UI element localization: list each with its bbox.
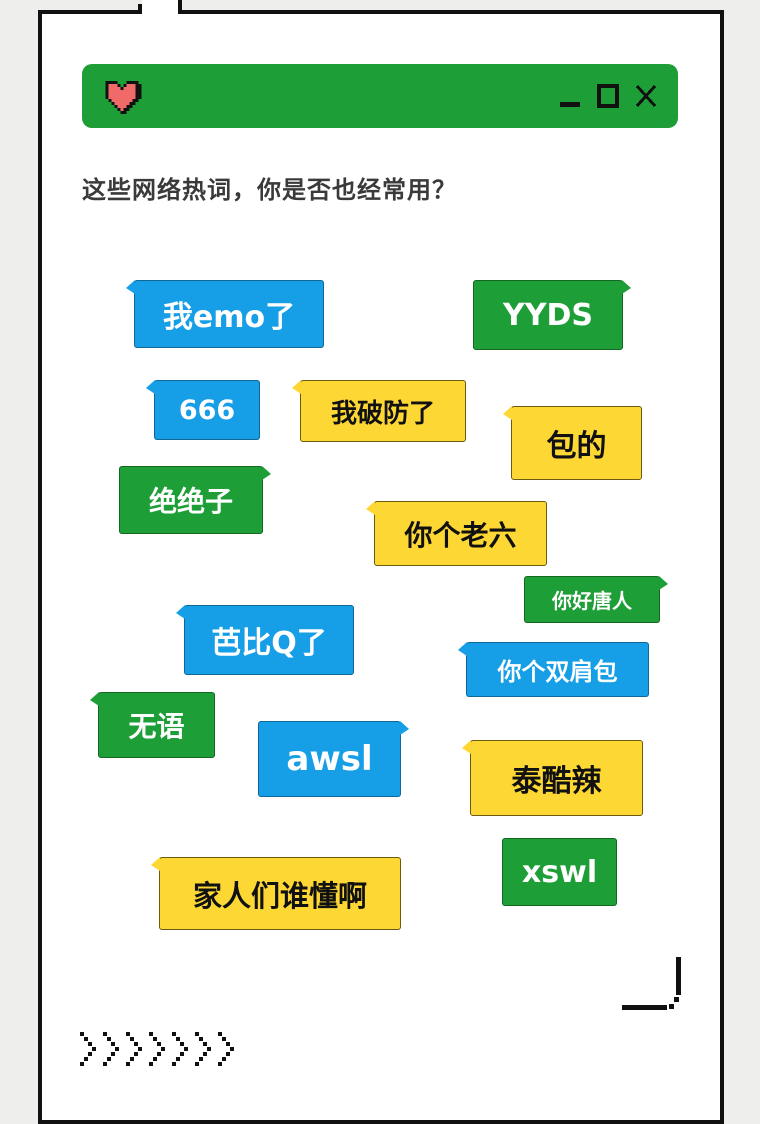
frame-tail (142, 0, 178, 14)
hotword-bubble: 666 (146, 380, 260, 440)
hotword-bubble: awsl (258, 721, 409, 797)
hotword-bubble: 你个老六 (366, 501, 547, 566)
hotword-bubble: xswl (502, 838, 617, 906)
hotword-bubble: 无语 (90, 692, 215, 758)
hotword-bubble: YYDS (473, 280, 631, 350)
hotword-bubble: 泰酷辣 (462, 740, 643, 816)
hotword-bubble: 包的 (503, 406, 642, 480)
close-icon[interactable] (634, 82, 658, 110)
frame-tail-edge (178, 0, 182, 14)
chevrons-right-icon (80, 1032, 234, 1066)
hotword-bubble: 我破防了 (292, 380, 466, 442)
hotword-bubble: 家人们谁懂啊 (151, 857, 401, 930)
speech-frame (38, 0, 724, 1124)
hotword-bubble: 绝绝子 (119, 466, 271, 534)
hotword-bubble: 你个双肩包 (458, 642, 649, 697)
maximize-icon[interactable] (596, 82, 620, 110)
hotword-bubble: 我emo了 (126, 280, 324, 348)
page-heading: 这些网络热词，你是否也经常用？ (82, 176, 457, 204)
window-titlebar (82, 64, 678, 128)
corner-bracket-icon (622, 957, 681, 1010)
hotword-bubble: 芭比Q了 (176, 605, 354, 675)
heart-icon (105, 81, 142, 114)
minimize-icon[interactable] (558, 82, 582, 110)
frame-tail-edge (138, 4, 142, 10)
hotword-bubble: 你好唐人 (524, 576, 668, 623)
